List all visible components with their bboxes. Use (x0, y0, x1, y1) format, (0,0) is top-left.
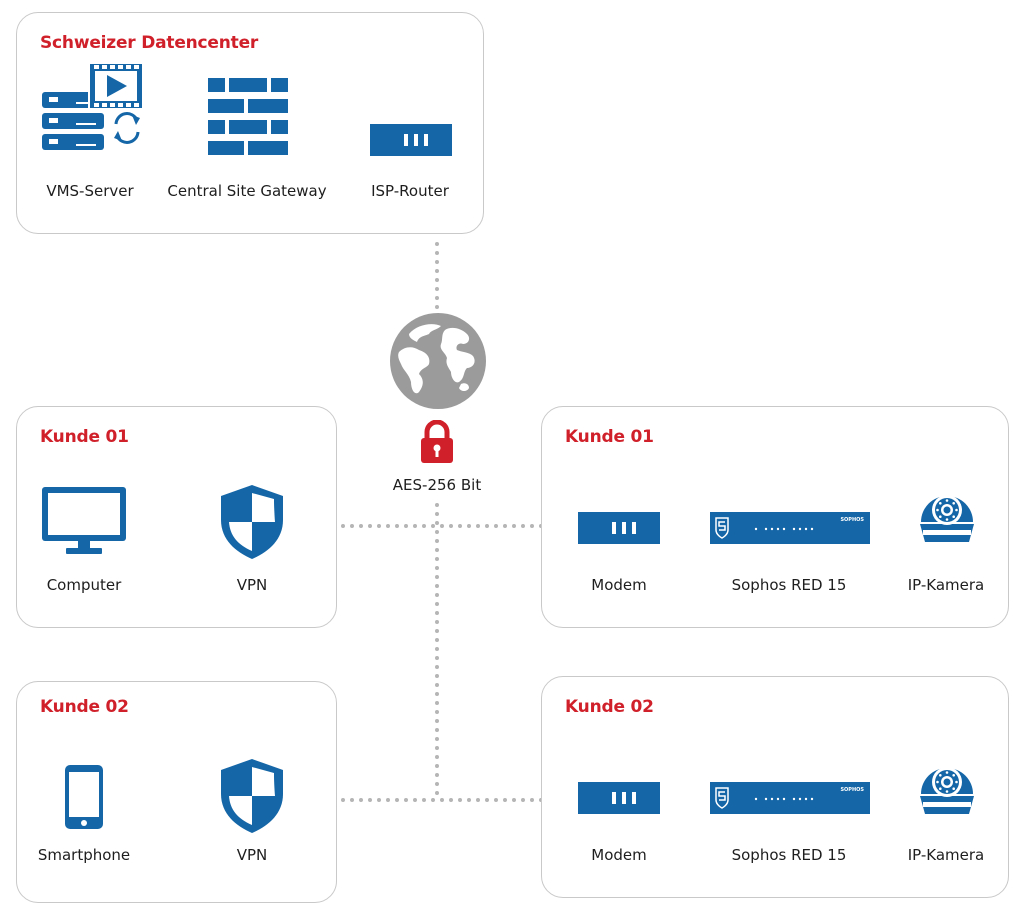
firewall-icon (208, 78, 288, 155)
sophos-red-label: Sophos RED 15 (731, 846, 847, 864)
kunde02-right-title: Kunde 02 (565, 697, 654, 717)
padlock-icon (421, 420, 453, 463)
sophos-brand-text: SOPHOS (840, 787, 864, 793)
vpn-shield-icon (221, 759, 283, 833)
router-icon (370, 124, 452, 156)
vms-server-icon (42, 62, 144, 150)
dome-camera-icon (920, 495, 974, 542)
dome-camera-icon (920, 767, 974, 814)
kunde02-left-title: Kunde 02 (40, 697, 129, 717)
vpn-label: VPN (236, 846, 268, 864)
kunde01-right-title: Kunde 01 (565, 427, 654, 447)
sophos-brand-text: SOPHOS (840, 517, 864, 523)
vpn-shield-icon (221, 485, 283, 559)
encryption-label: AES-256 Bit (392, 476, 482, 494)
modem-label: Modem (591, 846, 647, 864)
gateway-label: Central Site Gateway (167, 182, 327, 200)
modem-icon (578, 512, 660, 544)
camera-label: IP-Kamera (907, 576, 985, 594)
vms-server-label: VMS-Server (46, 182, 134, 200)
isp-router-label: ISP-Router (371, 182, 449, 200)
camera-label: IP-Kamera (907, 846, 985, 864)
kunde01-left-title: Kunde 01 (40, 427, 129, 447)
modem-label: Modem (591, 576, 647, 594)
vpn-label: VPN (236, 576, 268, 594)
modem-icon (578, 782, 660, 814)
sophos-red-icon: SOPHOS (710, 512, 870, 544)
globe-icon (390, 313, 486, 409)
sophos-red-icon: SOPHOS (710, 782, 870, 814)
computer-label: Computer (46, 576, 122, 594)
computer-icon (42, 487, 126, 554)
datacenter-title: Schweizer Datencenter (40, 33, 259, 53)
smartphone-icon (65, 765, 103, 829)
smartphone-label: Smartphone (37, 846, 131, 864)
sophos-red-label: Sophos RED 15 (731, 576, 847, 594)
kunde02-left-box (16, 681, 337, 903)
